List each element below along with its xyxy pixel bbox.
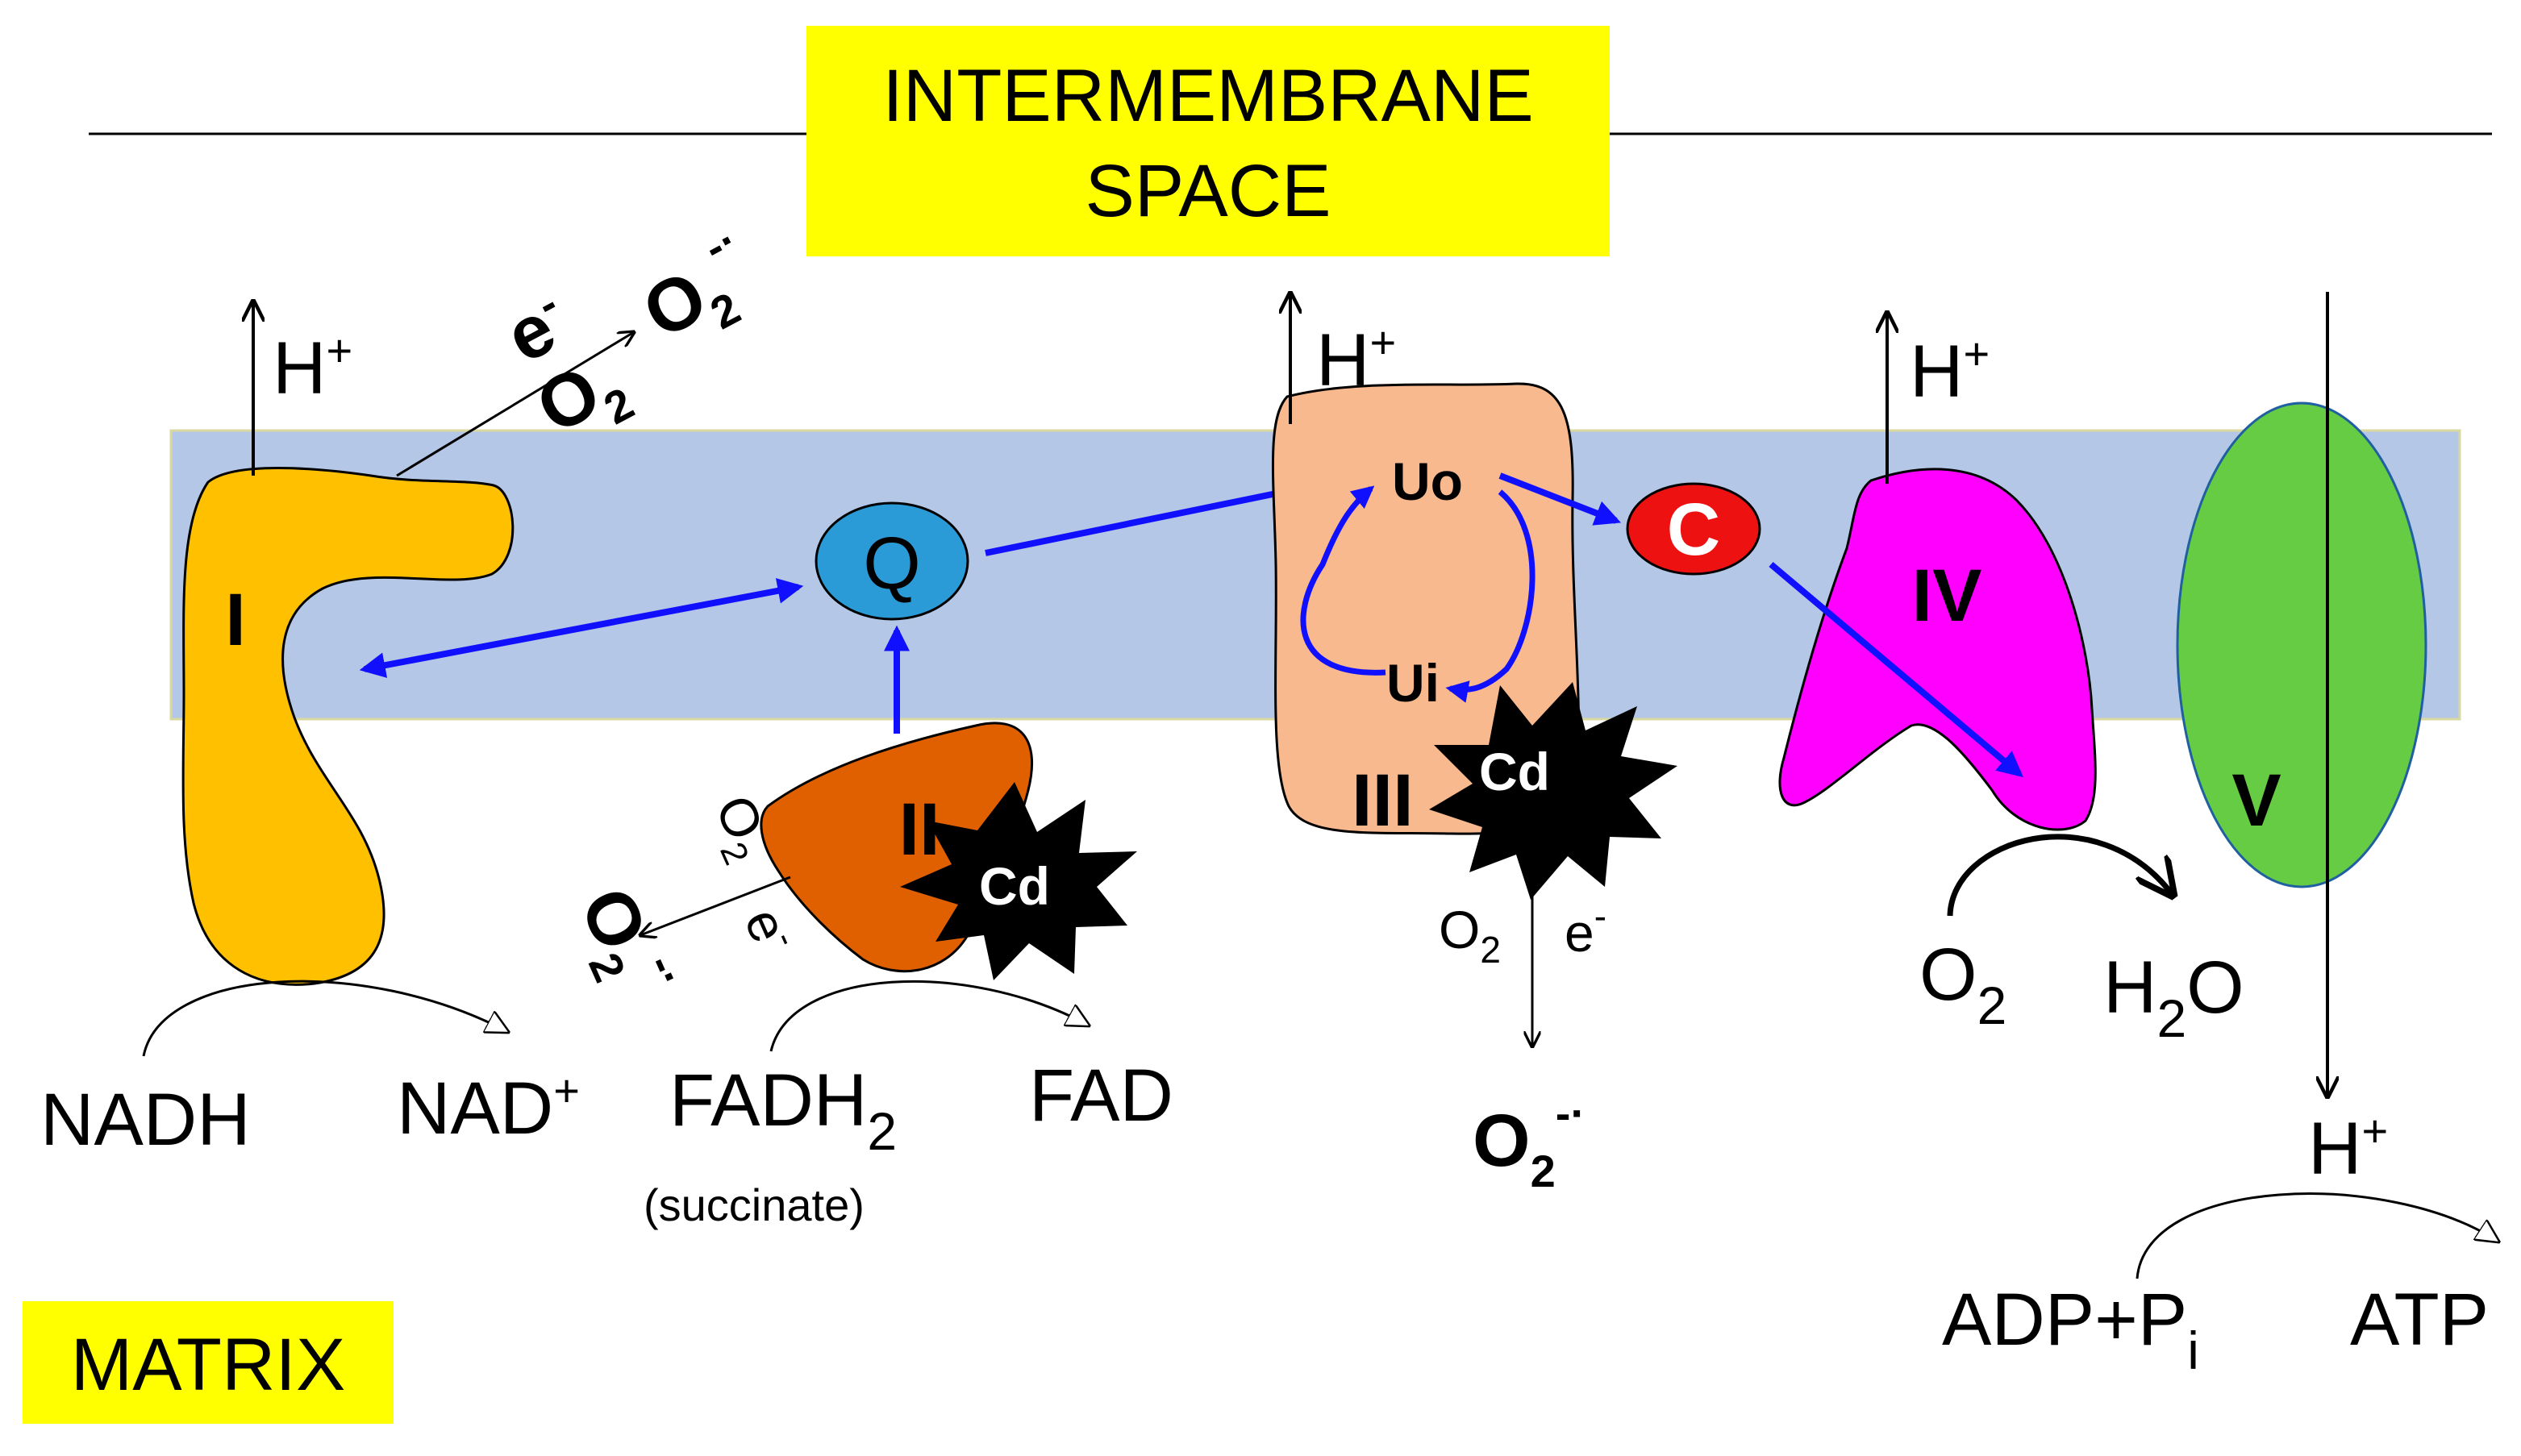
complex-v-label: V (2231, 759, 2281, 842)
complex-ii-electron: e- (733, 898, 806, 961)
h2o-label: H2O (2103, 946, 2244, 1048)
complex-ii-reaction-arc (769, 980, 1089, 1052)
uo-label: Uo (1392, 451, 1463, 511)
atp-label: ATP (2350, 1279, 2489, 1361)
complex-iii-proton-label: H+ (1316, 317, 1396, 401)
electron-path-c-iv (1769, 561, 2023, 778)
complex-iii-oxygen: O2 (1439, 900, 1501, 971)
matrix-label-text: MATRIX (71, 1324, 346, 1406)
fad-label: FAD (1029, 1055, 1173, 1137)
complex-iii-electron: e- (1565, 895, 1606, 963)
q-cycle-left-arc (1300, 485, 1386, 676)
fadh2-label: FADH2 (669, 1059, 897, 1161)
complex-v-proton-label: H+ (2308, 1105, 2388, 1190)
complex-iii-superoxide: O2-· (1473, 1088, 1586, 1196)
complex-i-ros-arrow (396, 332, 634, 477)
complex-i-shape (181, 467, 515, 986)
nad-plus-label: NAD+ (397, 1065, 580, 1150)
complex-iv-label: IV (1912, 555, 1982, 637)
ui-label: Ui (1386, 653, 1440, 713)
complex-i-superoxide: O2-· (623, 214, 775, 365)
complex-i-reaction-arc (142, 980, 508, 1057)
intermembrane-label-line2: SPACE (1085, 150, 1331, 232)
complex-iv-shape (1778, 468, 2097, 831)
intermembrane-space-label: INTERMEMBRANE SPACE (806, 26, 1610, 256)
cd-label-complex-ii: Cd (979, 856, 1050, 916)
complex-ii-superoxide: O2-· (556, 872, 697, 1017)
cd-burst-complex-ii (900, 782, 1137, 980)
succinate-label: (succinate) (644, 1179, 865, 1230)
electron-path-uo-c (1498, 472, 1621, 526)
cytochrome-c-label: C (1667, 489, 1720, 571)
complex-v-shape (2176, 401, 2427, 888)
complex-iii-label: III (1352, 759, 1414, 842)
ubiquinone-q (815, 501, 969, 621)
q-cycle-right-arc (1445, 489, 1536, 703)
complex-i-proton-label: H+ (273, 325, 352, 410)
complex-v-reaction-arc (2136, 1192, 2498, 1279)
complex-ii-ros-arrow (640, 876, 791, 935)
adp-pi-label: ADP+Pi (1942, 1279, 2199, 1380)
intermembrane-label-box (806, 26, 1610, 256)
o2-label: O2 (1919, 934, 2006, 1035)
cd-label-complex-iii: Cd (1479, 742, 1550, 801)
electron-path-i-q (359, 578, 804, 678)
complex-iv-reaction-arc (1947, 834, 2173, 917)
cytochrome-c (1626, 482, 1761, 576)
complex-i-label: I (225, 579, 246, 661)
complex-iv-proton-label: H+ (1910, 328, 1990, 413)
ubiquinone-q-label: Q (863, 522, 921, 605)
intermembrane-label-line1: INTERMEMBRANE (882, 55, 1534, 137)
cd-burst-complex-iii (1429, 682, 1677, 900)
matrix-label: MATRIX (23, 1301, 394, 1424)
matrix-label-box (23, 1301, 394, 1424)
nadh-label: NADH (40, 1079, 251, 1161)
